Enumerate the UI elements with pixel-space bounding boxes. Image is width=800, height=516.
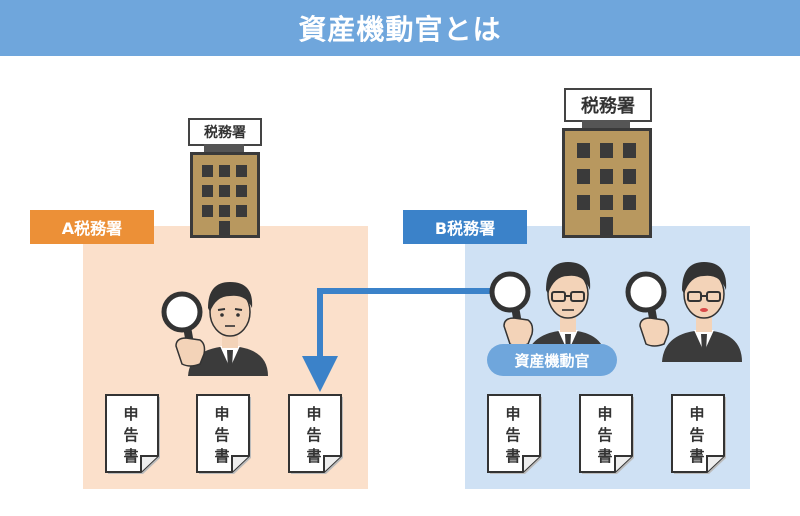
office-a-label: A税務署: [30, 210, 154, 244]
building-sign: 税務署: [564, 88, 652, 122]
tax-return-document: 申 告 書: [487, 394, 545, 476]
page-title: 資産機動官とは: [298, 13, 502, 46]
inspector-a-icon: [160, 268, 270, 376]
tax-office-a-building-icon: 税務署: [188, 118, 264, 240]
tax-office-b-building-icon: 税務署: [560, 88, 656, 240]
document-char: 告: [505, 426, 521, 444]
asset-mobile-officer-badge: 資産機動官: [487, 344, 617, 376]
document-char: 告: [689, 426, 705, 444]
tax-return-document: 申 告 書: [196, 394, 254, 476]
document-char: 告: [597, 426, 613, 444]
document-char: 書: [306, 447, 322, 465]
tax-return-document: 申 告 書: [671, 394, 729, 476]
document-char: 告: [306, 426, 322, 444]
document-char: 書: [214, 447, 230, 465]
document-char: 書: [597, 447, 613, 465]
document-char: 申: [123, 405, 139, 423]
tax-return-document: 申 告 書: [579, 394, 637, 476]
document-char: 申: [505, 405, 521, 423]
header-bar: 資産機動官とは: [0, 0, 800, 56]
document-char: 申: [597, 405, 613, 423]
document-char: 書: [123, 447, 139, 465]
building-sign: 税務署: [188, 118, 262, 146]
asset-mobile-officer-2-icon: [624, 252, 744, 362]
document-char: 申: [689, 405, 705, 423]
document-char: 告: [214, 426, 230, 444]
document-char: 申: [214, 405, 230, 423]
document-char: 書: [689, 447, 705, 465]
document-char: 書: [505, 447, 521, 465]
tax-return-document: 申 告 書: [288, 394, 346, 476]
document-char: 告: [123, 426, 139, 444]
document-char: 申: [306, 405, 322, 423]
tax-return-document: 申 告 書: [105, 394, 163, 476]
office-b-label: B税務署: [403, 210, 527, 244]
